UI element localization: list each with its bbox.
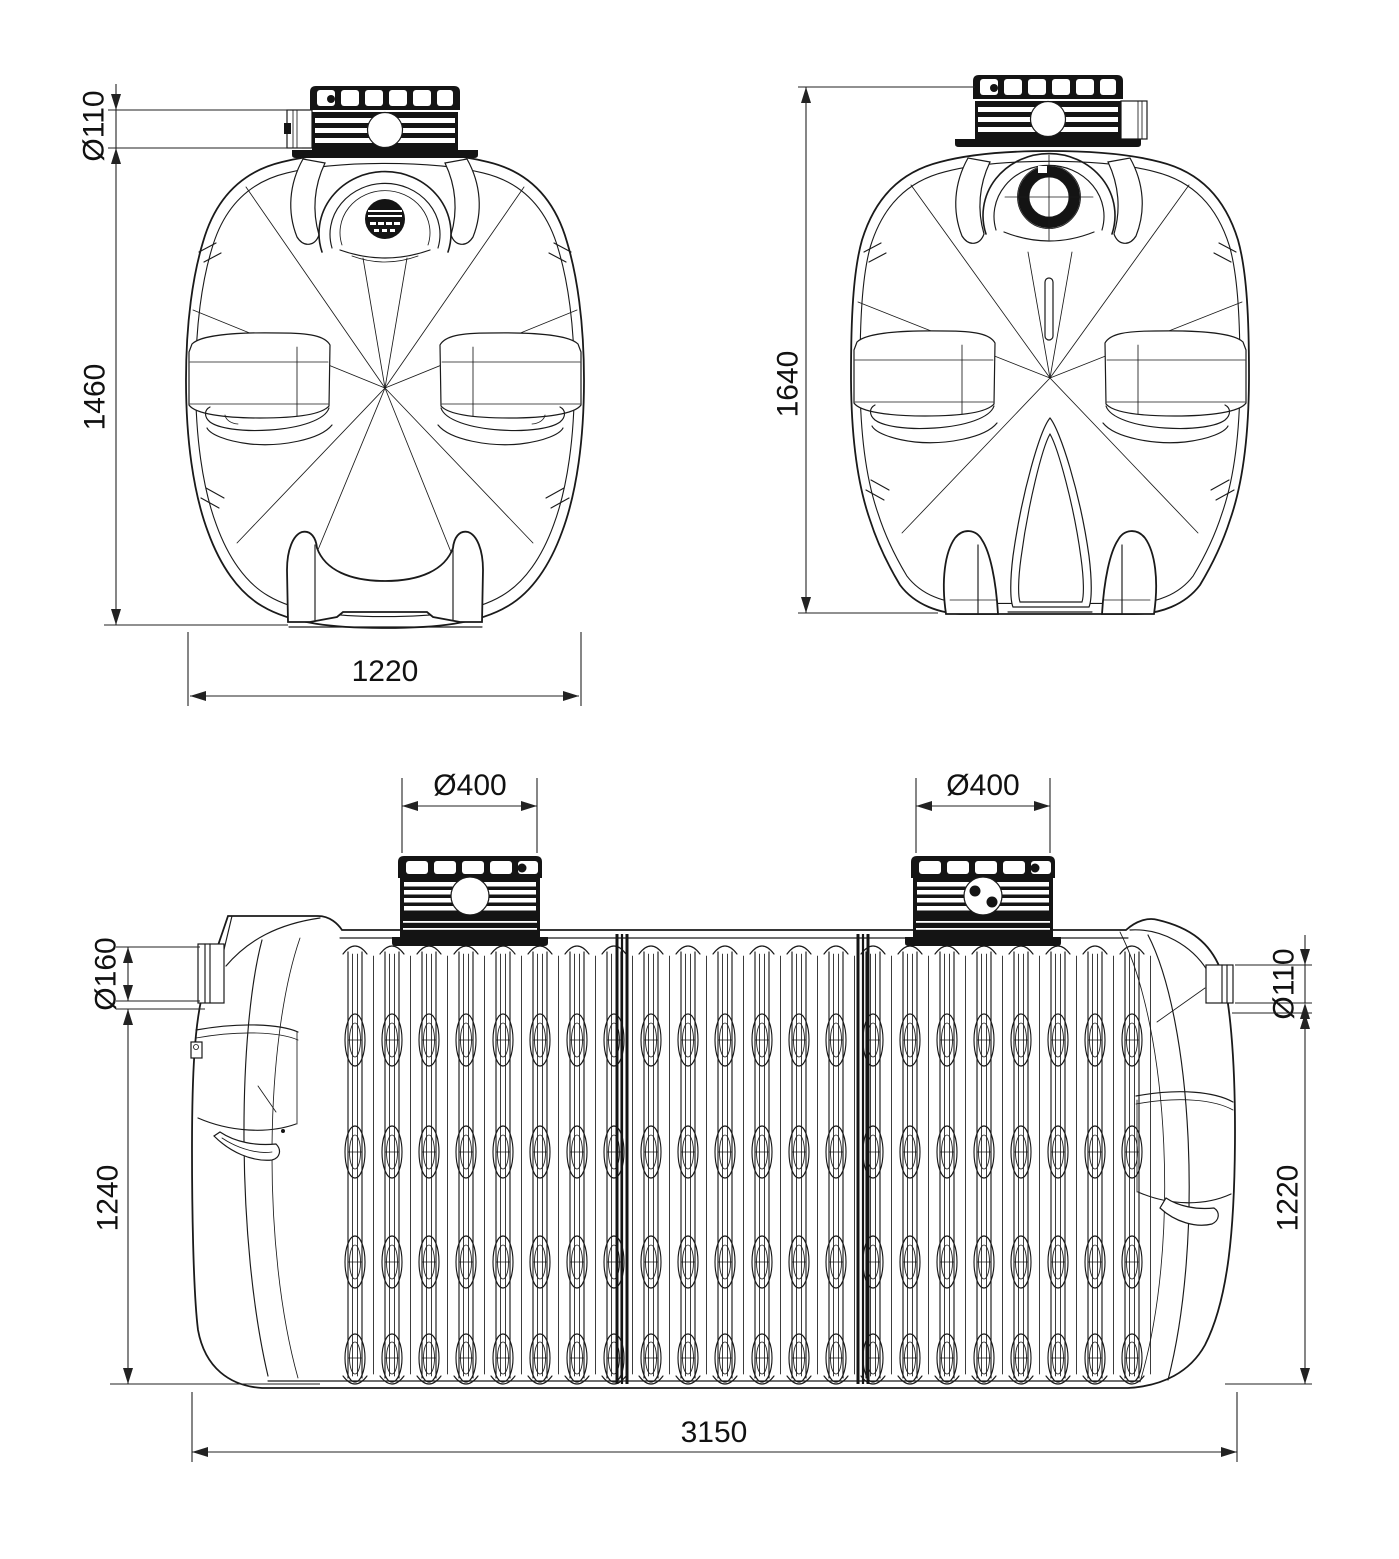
rear-body-outline	[850, 150, 1250, 615]
dim-label-outlet-diameter: Ø110	[1268, 948, 1301, 1019]
side-inlet-pipe	[197, 943, 225, 1004]
rear-port-ring	[1004, 154, 1094, 241]
dim-label-front-pipe: Ø110	[78, 90, 111, 161]
dim-label-manhole-left: Ø400	[433, 769, 506, 802]
rear-keel	[1007, 417, 1093, 613]
dim-label-outlet-height: 1220	[1272, 1165, 1305, 1232]
dim-front-height: 1460	[79, 148, 288, 626]
rear-right-foot	[1101, 530, 1158, 615]
front-view	[185, 85, 585, 629]
side-joint-band-right	[856, 934, 870, 1384]
dim-rear-overall-height: 1640	[772, 86, 975, 614]
dim-front-width: 1220	[187, 632, 582, 706]
dim-side-inlet-diameter: Ø160	[90, 937, 200, 1011]
dim-side-outlet-diameter: Ø110	[1235, 935, 1312, 1020]
dim-label-manhole-right: Ø400	[946, 769, 1019, 802]
dim-label-rear-height: 1640	[772, 351, 805, 418]
side-right-endcap	[1119, 929, 1234, 1383]
dim-side-inlet-height: 1240	[92, 1008, 320, 1385]
side-rib-field	[342, 934, 1152, 1385]
front-left-pocket	[188, 332, 333, 446]
front-left-wing	[290, 158, 326, 245]
rear-slot-mark	[1044, 277, 1054, 341]
rear-pipe-stub	[1120, 100, 1148, 140]
front-corner-ticks	[198, 242, 572, 509]
dim-label-front-width: 1220	[352, 655, 419, 688]
front-right-wing	[444, 158, 480, 245]
side-left-endcap	[190, 915, 321, 1379]
rear-manhole-lid	[954, 74, 1148, 148]
side-outlet-pipe	[1205, 964, 1234, 1004]
front-right-pocket	[437, 332, 582, 446]
front-manhole-lid	[284, 85, 479, 159]
dim-side-length: 3150	[191, 1392, 1238, 1462]
dim-label-front-height: 1460	[79, 364, 112, 431]
dim-side-outlet-height: 1220	[1225, 1012, 1312, 1385]
rear-right-pocket	[1102, 330, 1247, 444]
dim-front-pipe-diameter: Ø110	[78, 84, 302, 164]
front-body-outline	[185, 151, 585, 629]
front-foot	[286, 530, 484, 628]
rear-dome	[955, 152, 1143, 341]
dim-label-length: 3150	[681, 1416, 748, 1449]
rear-left-wing	[955, 157, 991, 244]
side-view	[190, 855, 1236, 1389]
front-body-inner-line	[195, 162, 575, 618]
rear-corner-ticks	[863, 242, 1237, 501]
dim-side-manhole-left: Ø400	[401, 769, 538, 853]
rear-left-pocket	[853, 330, 998, 444]
rear-view	[850, 74, 1250, 615]
front-vent-cap	[365, 199, 405, 239]
front-construction-lines	[192, 186, 578, 558]
dim-label-inlet-diameter: Ø160	[90, 937, 123, 1010]
rear-left-foot	[942, 530, 999, 615]
side-left-manhole-lid	[391, 855, 549, 947]
rear-right-wing	[1107, 157, 1143, 244]
dim-label-inlet-height: 1240	[92, 1165, 125, 1232]
side-joint-band-left	[615, 934, 629, 1384]
front-dome	[290, 158, 480, 263]
dim-side-manhole-right: Ø400	[915, 769, 1051, 853]
side-right-manhole-lid	[904, 855, 1062, 947]
